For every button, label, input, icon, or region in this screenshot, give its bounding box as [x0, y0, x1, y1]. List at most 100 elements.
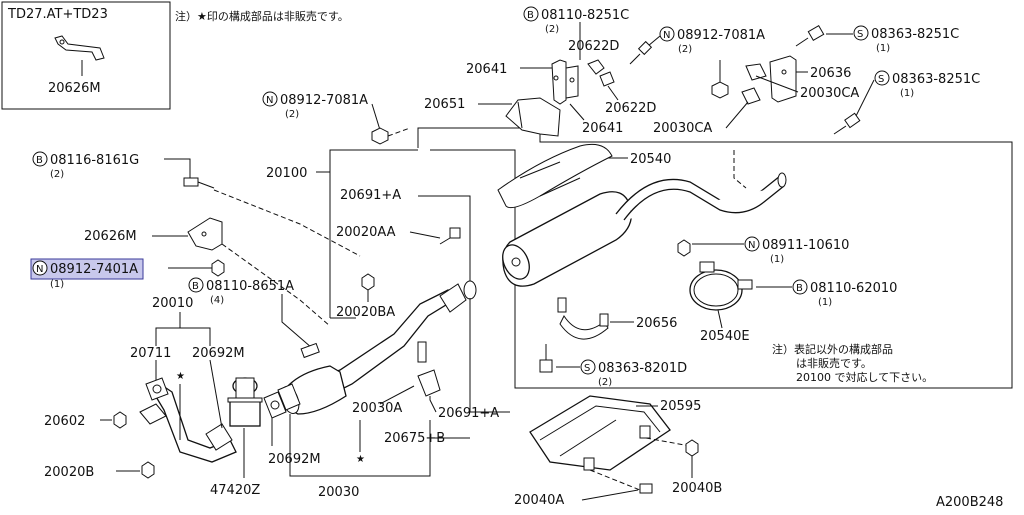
label-20641-top: 20641: [466, 62, 507, 77]
svg-text:(1): (1): [900, 88, 914, 99]
label-20602: 20602: [44, 414, 85, 429]
label-group-08110-62010: B 08110-62010 (1): [792, 279, 897, 308]
svg-text:S: S: [584, 363, 590, 374]
svg-text:(2): (2): [598, 377, 612, 388]
svg-text:S: S: [878, 74, 884, 85]
note-bottom-3: 20100 で対応して下さい。: [796, 370, 933, 384]
rubber-hanger-icon: [587, 59, 615, 87]
label-20626M: 20626M: [84, 229, 137, 244]
svg-text:(2): (2): [678, 44, 692, 55]
inset-frame: [1, 1, 171, 110]
svg-text:B: B: [796, 283, 803, 294]
bolt-icon-3: [737, 279, 753, 290]
hanger-20656-icon: [557, 297, 609, 340]
diagram-code: A200B248: [936, 495, 1003, 510]
label-20040A: 20040A: [514, 493, 564, 508]
note-bottom-1: 注）表記以外の構成部品: [772, 342, 893, 356]
label-group-08912-7401A[interactable]: N 08912-7401A (1): [32, 260, 138, 290]
label-20692M-top: 20692M: [192, 346, 245, 361]
bolt-icon-4: [300, 342, 320, 359]
bracket-20626M-icon: [187, 217, 223, 251]
nut-icon: [711, 81, 729, 99]
label-20622D-bottom: 20622D: [605, 101, 656, 116]
nut-icon-4: [677, 239, 691, 257]
nut-icon-8: [685, 439, 699, 457]
nut-icon-7: [141, 461, 155, 479]
heat-shield-bracket-icon: [505, 97, 561, 137]
bolt-icon: [629, 40, 653, 65]
svg-text:S: S: [857, 29, 863, 40]
star-mark-1: ★: [176, 371, 185, 382]
svg-text:08912-7401A: 08912-7401A: [50, 262, 138, 277]
svg-text:08116-8161G: 08116-8161G: [50, 153, 139, 168]
inset-title: TD27.AT+TD23: [7, 7, 108, 22]
label-20691A-top: 20691+A: [340, 188, 401, 203]
svg-text:(1): (1): [50, 279, 64, 290]
nut-icon-3: [211, 259, 225, 277]
exhaust-brake-icon: [227, 377, 263, 427]
label-20030: 20030: [318, 485, 359, 500]
label-20636: 20636: [810, 66, 851, 81]
label-20656: 20656: [636, 316, 677, 331]
label-20030CA-right: 20030CA: [800, 86, 859, 101]
label-20100: 20100: [266, 166, 307, 181]
bracket-20636-icon: [741, 55, 797, 105]
label-20691A-bottom: 20691+A: [438, 406, 499, 421]
label-group-08363-8201D: S 08363-8201D (2): [580, 359, 687, 388]
stud-bolt-icon: [439, 227, 461, 245]
nut-icon-2: [371, 127, 389, 145]
label-20040B: 20040B: [672, 481, 722, 496]
label-group-08911-10610: N 08911-10610 (1): [744, 236, 849, 265]
svg-text:(1): (1): [770, 254, 784, 265]
label-20010: 20010: [152, 296, 193, 311]
label-20540: 20540: [630, 152, 671, 167]
muffler-heat-shield-icon: [497, 143, 613, 209]
label-20030A: 20030A: [352, 401, 402, 416]
note-top: 注）★印の構成部品は非販売です。: [175, 9, 349, 23]
hanger-rubber-20691A-icon: [417, 341, 441, 397]
svg-text:08363-8201D: 08363-8201D: [598, 361, 687, 376]
label-20711: 20711: [130, 346, 171, 361]
svg-text:B: B: [36, 155, 43, 166]
svg-text:08110-8251C: 08110-8251C: [541, 8, 629, 23]
label-20540E: 20540E: [700, 329, 750, 344]
svg-text:N: N: [266, 95, 273, 106]
label-20692M-bottom: 20692M: [268, 452, 321, 467]
svg-text:08363-8251C: 08363-8251C: [871, 27, 959, 42]
label-47420Z: 47420Z: [210, 483, 260, 498]
clamp-band-icon: [689, 261, 743, 311]
svg-text:B: B: [192, 281, 199, 292]
label-20675B: 20675+B: [384, 431, 445, 446]
label-group-08363-8251C-a: S 08363-8251C (1): [853, 25, 959, 54]
label-20030CA-left: 20030CA: [653, 121, 712, 136]
label-20651: 20651: [424, 97, 465, 112]
svg-text:(4): (4): [210, 295, 224, 306]
screw-icon: [795, 24, 825, 47]
gasket-ring-icon: [463, 280, 477, 300]
svg-text:(2): (2): [50, 169, 64, 180]
svg-text:08110-8651A: 08110-8651A: [206, 279, 294, 294]
label-20641-bottom: 20641: [582, 121, 623, 136]
svg-text:N: N: [748, 240, 755, 251]
label-20020B: 20020B: [44, 465, 94, 480]
svg-text:(1): (1): [818, 297, 832, 308]
gasket-20711-icon: [145, 377, 169, 401]
screw-icon-3: [539, 344, 553, 373]
heat-shield-20595-icon: [529, 395, 671, 471]
label-group-08363-8251C-b: S 08363-8251C (1): [874, 70, 980, 99]
label-20595: 20595: [660, 399, 701, 414]
svg-text:08363-8251C: 08363-8251C: [892, 72, 980, 87]
svg-text:08110-62010: 08110-62010: [810, 281, 897, 296]
svg-text:B: B: [527, 10, 534, 21]
svg-text:N: N: [663, 30, 670, 41]
label-group-08110-8251C: B 08110-8251C (2): [523, 6, 629, 35]
nut-icon-5: [361, 273, 375, 291]
svg-text:(1): (1): [876, 43, 890, 54]
svg-text:(2): (2): [545, 24, 559, 35]
label-20626M-inset: 20626M: [48, 81, 101, 96]
bolt-icon-2: [183, 177, 215, 189]
highlight-08912-7401A[interactable]: [30, 258, 144, 280]
flange-gasket-icon: [263, 383, 301, 419]
